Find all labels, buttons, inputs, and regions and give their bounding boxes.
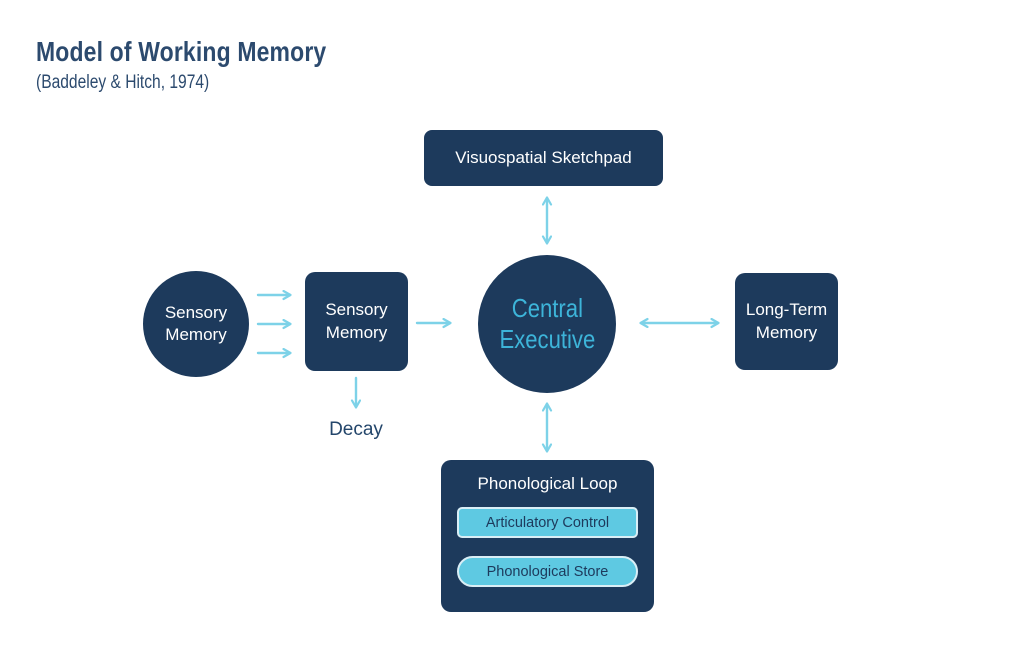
node-sensory-memory-circle: Sensory Memory <box>143 271 249 377</box>
node-phonological-loop: Phonological Loop Articulatory Control P… <box>441 460 654 612</box>
node-visuospatial-sketchpad: Visuospatial Sketchpad <box>424 130 663 186</box>
phonological-store-label: Phonological Store <box>486 563 609 580</box>
decay-label: Decay <box>329 419 383 440</box>
phonological-loop-label: Phonological Loop <box>477 474 618 493</box>
visuospatial-sketchpad-label: Visuospatial Sketchpad <box>455 147 632 167</box>
long-term-memory-label: Long-Term Memory <box>745 300 828 342</box>
node-central-executive: Central Executive <box>478 255 616 393</box>
central-executive-label: Central Executive <box>499 293 595 354</box>
page-subtitle: (Baddeley & Hitch, 1974) <box>36 72 210 93</box>
sensory-memory-circle-label: Sensory Memory <box>164 302 228 344</box>
page-title: Model of Working Memory <box>36 36 327 67</box>
node-sensory-memory-box: Sensory Memory <box>305 272 408 371</box>
node-long-term-memory: Long-Term Memory <box>735 273 838 370</box>
articulatory-control-label: Articulatory Control <box>485 514 610 531</box>
node-articulatory-control: Articulatory Control <box>457 507 638 538</box>
node-phonological-store: Phonological Store <box>457 556 638 587</box>
title-block: Model of Working Memory (Baddeley & Hitc… <box>36 36 390 94</box>
sensory-memory-box-label: Sensory Memory <box>325 300 388 342</box>
